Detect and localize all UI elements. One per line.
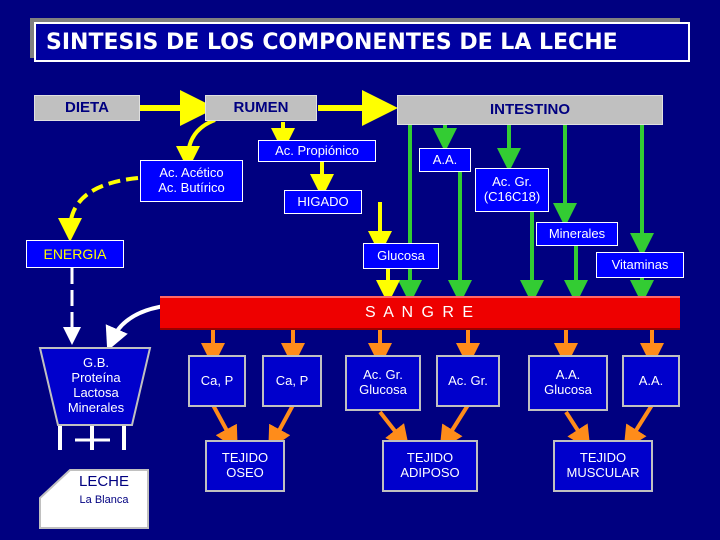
- la-blanca-label: La Blanca: [79, 493, 129, 506]
- sangre-bar: S A N G R E: [160, 296, 680, 330]
- tejido-muscular-box: TEJIDO MUSCULAR: [553, 440, 653, 492]
- intestino-box: INTESTINO: [397, 95, 663, 125]
- gland-funnel: [38, 347, 152, 426]
- higado-box: HIGADO: [284, 190, 362, 214]
- rumen-box: RUMEN: [205, 95, 317, 121]
- truck-icon: [39, 469, 149, 529]
- gland-box: G.B. Proteína Lactosa Minerales: [67, 355, 125, 415]
- dieta-box: DIETA: [34, 95, 140, 121]
- glucosa-box: Glucosa: [363, 243, 439, 269]
- page-title: SINTESIS DE LOS COMPONENTES DE LA LECHE: [34, 22, 690, 62]
- ac-gr-box: Ac. Gr. (C16C18): [475, 168, 549, 212]
- vitaminas-box: Vitaminas: [596, 252, 684, 278]
- leche-label: LECHE: [78, 473, 130, 491]
- aa-box: A.A.: [419, 148, 471, 172]
- minerales-box: Minerales: [536, 222, 618, 246]
- output-ac-gr-glucosa: Ac. Gr. Glucosa: [345, 355, 421, 411]
- propionico-box: Ac. Propiónico: [258, 140, 376, 162]
- energia-box: ENERGIA: [26, 240, 124, 268]
- acetico-butirico-box: Ac. Acético Ac. Butírico: [140, 160, 243, 202]
- output-ac-gr: Ac. Gr.: [436, 355, 500, 407]
- acetico-to-energia-arrow: [58, 176, 139, 242]
- rumen-to-acetico-arrow: [176, 118, 216, 170]
- output-ca-p-1: Ca, P: [188, 355, 246, 407]
- tejido-oseo-box: TEJIDO OSEO: [205, 440, 285, 492]
- output-aa-glucosa: A.A. Glucosa: [528, 355, 608, 411]
- output-aa: A.A.: [622, 355, 680, 407]
- output-ca-p-2: Ca, P: [262, 355, 322, 407]
- tejido-adiposo-box: TEJIDO ADIPOSO: [382, 440, 478, 492]
